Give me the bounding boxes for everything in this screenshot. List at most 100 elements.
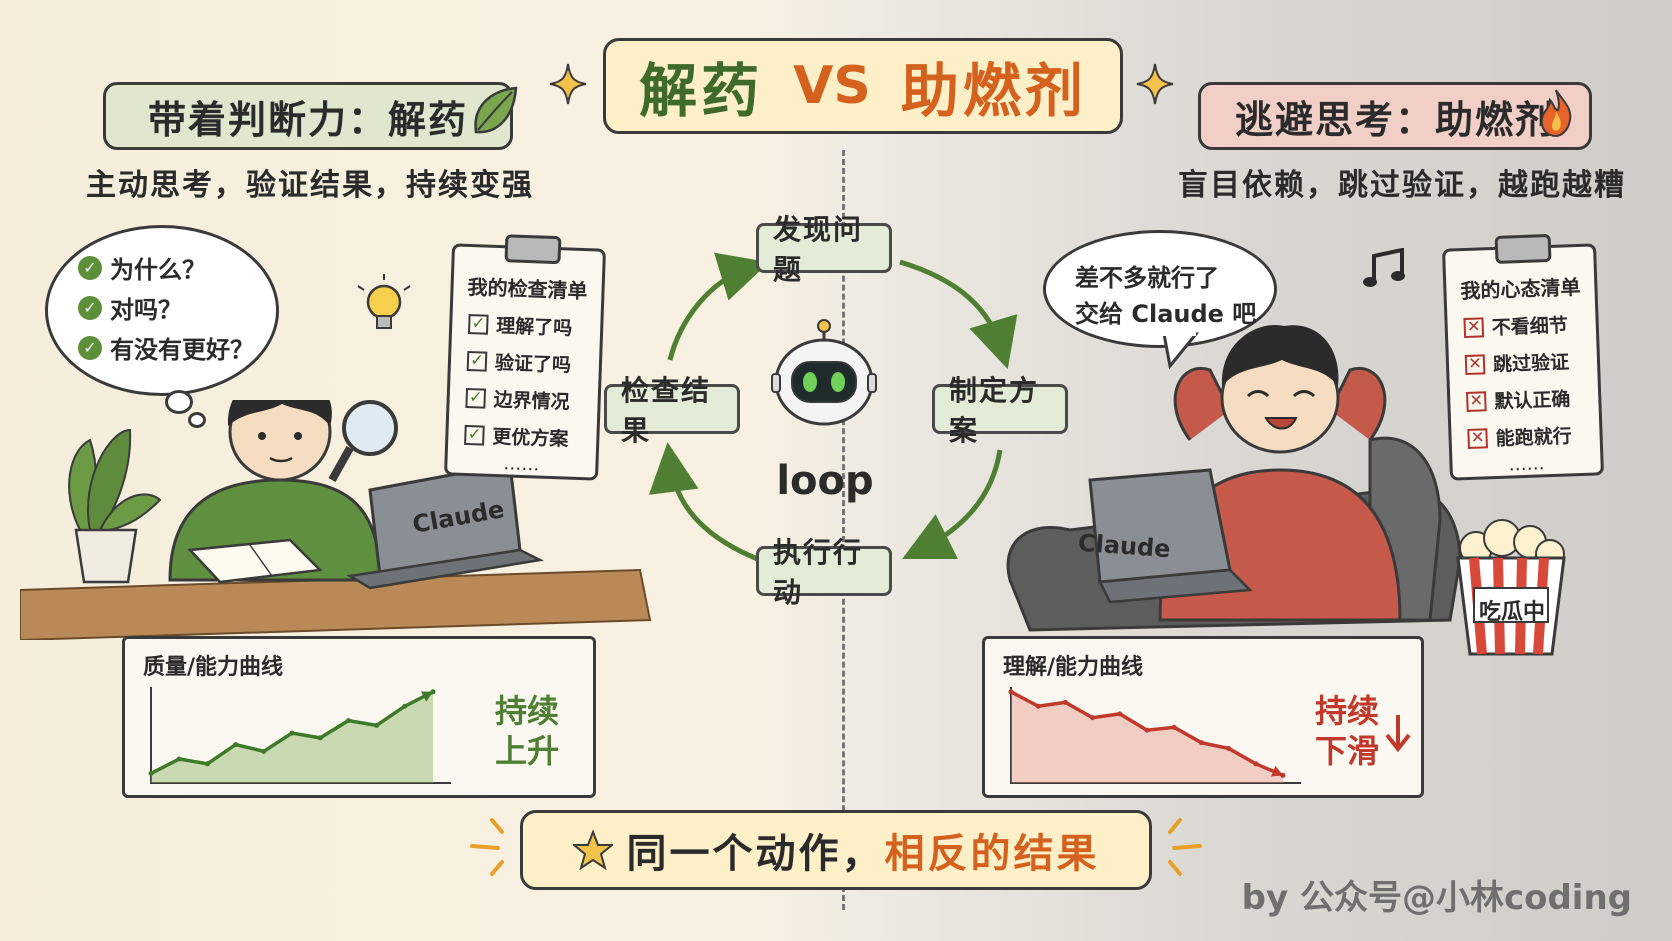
understanding-chart-point [1171, 724, 1177, 730]
speech-bubble [1043, 230, 1277, 348]
popcorn-label: 吃瓜中 [1478, 600, 1545, 625]
checkbox-checked-icon: ✓ [464, 424, 485, 446]
understanding-chart-point [1253, 761, 1259, 767]
checklist-text: 更优方案 [491, 425, 569, 451]
bottom-message: 同一个动作， 相反的结果 [520, 810, 1152, 890]
checklist-text: 理解了吗 [495, 314, 573, 340]
quality-chart-point [345, 718, 351, 724]
accelerant-label-text: 逃避思考：助燃剂 [1234, 97, 1555, 142]
trend-text: 下滑 [1315, 732, 1380, 770]
quality-chart-point [402, 703, 408, 709]
speech-line-1: 差不多就行了 [1075, 264, 1219, 292]
checklist-more: …… [503, 453, 540, 476]
quality-chart-area [151, 691, 433, 783]
understanding-chart-point [1144, 727, 1150, 733]
trend-up-label: 持续 上升 [495, 691, 559, 771]
bottom-message-part2: 相反的结果 [884, 831, 1100, 877]
checklist-text: 跳过验证 [1492, 351, 1570, 377]
quality-chart-point [261, 748, 267, 754]
quality-chart-point [374, 722, 380, 728]
understanding-chart-plot [1008, 687, 1301, 784]
loop-step-discover: 发现问题 [756, 213, 892, 286]
bottom-message-part1: 同一个动作， [626, 831, 885, 877]
popcorn-icon [1456, 519, 1566, 656]
antidote-subtitle: 主动思考，验证结果，持续变强 [86, 168, 534, 203]
author-credit: by 公众号@小林coding [1241, 878, 1632, 918]
loop-center-label: loop [776, 458, 874, 504]
loop-step-plan: 制定方案 [932, 374, 1068, 447]
loop-arrows [648, 252, 1018, 563]
quality-chart-point [289, 730, 295, 736]
music-note-icon [1363, 248, 1405, 287]
checklist-text: 验证了吗 [494, 351, 572, 377]
trend-down-label: 持续 下滑 [1315, 691, 1379, 771]
quality-chart-point [176, 756, 182, 762]
center-divider [842, 150, 845, 910]
quality-chart: 质量/能力曲线 持续 上升 [122, 636, 596, 798]
checklist-item: ✓验证了吗 [466, 347, 600, 379]
quality-chart-plot [148, 687, 451, 784]
accelerant-subtitle: 盲目依赖，跳过验证，越跑越糟 [1178, 168, 1626, 203]
clip-icon [1494, 233, 1552, 264]
checkbox-checked-icon: ✓ [465, 387, 487, 409]
fire-icon [1540, 89, 1572, 138]
check-icon: ✓ [78, 295, 102, 320]
antidote-label-text: 带着判断力：解药 [147, 97, 468, 142]
chart-title: 质量/能力曲线 [143, 655, 284, 680]
thought-dot [188, 412, 206, 428]
checklist-text: 默认正确 [1493, 388, 1571, 414]
antidote-label: 带着判断力：解药 [103, 82, 513, 150]
checkbox-checked-icon: ✓ [467, 313, 489, 335]
lightbulb-icon [357, 274, 411, 329]
understanding-chart-point [1090, 715, 1096, 721]
understanding-chart-point [1226, 745, 1232, 751]
sparkle-icon [1136, 63, 1174, 105]
studying-person-illustration [20, 400, 652, 640]
trend-text: 持续 [1315, 692, 1380, 730]
title-vs: VS [793, 56, 871, 116]
check-clipboard: 我的检查清单 ✓理解了吗 ✓验证了吗 ✓边界情况 ✓更优方案 …… [443, 234, 607, 481]
main-title: 解药 VS 助燃剂 [603, 38, 1123, 134]
thought-text: 有没有更好？ [110, 336, 254, 364]
quality-chart-point [317, 735, 323, 741]
thought-line: ✓ 有没有更好？ [78, 330, 254, 365]
understanding-chart-point [1035, 703, 1041, 709]
checklist-item: ✓ 边界情况 [465, 384, 598, 416]
thought-text: 对吗？ [110, 296, 182, 324]
thought-text: 为什么？ [110, 256, 206, 284]
down-arrow-icon [1385, 715, 1411, 753]
understanding-chart-point [1117, 711, 1123, 717]
understanding-chart-point [1062, 699, 1068, 705]
chart-title: 理解/能力曲线 [1003, 655, 1144, 680]
checklist-item: ✓ 理解了吗 [467, 310, 601, 342]
title-accelerant: 助燃剂 [900, 57, 1087, 125]
quality-chart-axes [150, 687, 451, 784]
understanding-chart-arrowhead [1271, 765, 1283, 777]
quality-chart-point [204, 761, 210, 767]
checklist-text: 能跑就行 [1495, 425, 1573, 450]
robot-icon [771, 319, 877, 426]
checklist-item: ✓ 更优方案 [464, 421, 597, 453]
clip-icon [504, 234, 562, 265]
check-icon: ✓ [78, 255, 102, 280]
title-antidote: 解药 [639, 57, 764, 125]
quality-chart-point [233, 742, 239, 748]
understanding-chart-point [1198, 740, 1204, 746]
understanding-chart-area [1011, 691, 1283, 783]
sparkle-icon [549, 63, 587, 105]
checklist-text: 不看细节 [1491, 314, 1569, 340]
checklist-text: 边界情况 [493, 388, 571, 414]
trend-text: 持续 [495, 692, 560, 730]
star-icon [572, 830, 613, 870]
speech-tail [1162, 330, 1200, 370]
clipboard-title: 我的检查清单 [467, 274, 588, 304]
burst-lines-icon [1168, 818, 1202, 876]
thought-line: ✓ 对吗？ [78, 290, 182, 325]
speech-line-2: 交给 Claude 吧 [1075, 300, 1257, 328]
lounging-person-illustration [1006, 324, 1462, 632]
understanding-chart: 理解/能力曲线 持续 下滑 [982, 636, 1424, 798]
thought-dot [165, 390, 193, 414]
quality-chart-point [148, 770, 154, 776]
clipboard-title: 我的心态清单 [1460, 274, 1581, 304]
check-icon: ✓ [78, 335, 102, 360]
